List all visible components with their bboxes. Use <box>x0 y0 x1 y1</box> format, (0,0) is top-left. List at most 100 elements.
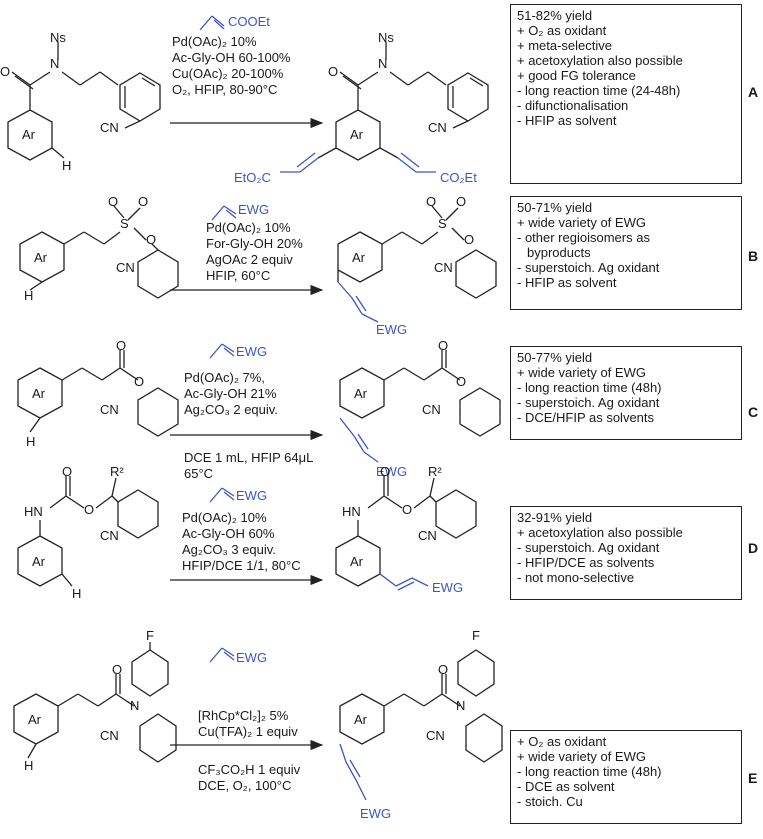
label-B-sm-h: H <box>24 288 33 303</box>
label-A-prod-ester-right: CO₂Et <box>440 170 477 185</box>
sm-D-structure <box>17 476 159 587</box>
label-D-prod-cn: CN <box>418 528 437 543</box>
label-B-sm-o2: O <box>138 194 148 209</box>
scheme-letter-B: B <box>748 248 759 264</box>
label-E-reagent: EWG <box>236 650 267 665</box>
label-A-sm-cn: CN <box>100 120 119 135</box>
condition-line: HFIP/DCE 1/1, 80°C <box>182 558 301 573</box>
label-D-prod-ewg: EWG <box>432 580 463 595</box>
label-D-sm-r2: R² <box>110 464 124 479</box>
notes-box-C: 50-77% yield + wide variety of EWG - lon… <box>510 346 742 440</box>
condition-line: Pd(OAc)₂ 10% <box>182 510 267 525</box>
label-E-prod-cn: CN <box>426 728 445 743</box>
note-line: + O₂ as oxidant <box>517 734 607 749</box>
condition-line: For-Gly-OH 20% <box>206 236 303 251</box>
label-A-prod-n: N <box>378 56 387 71</box>
label-E-prod-ar: Ar <box>354 712 368 727</box>
scheme-letter-E: E <box>748 770 758 786</box>
note-line: - HFIP as solvent <box>517 113 617 128</box>
label-E-sm-ar: Ar <box>28 712 42 727</box>
condition-line: DCE, O₂, 100°C <box>198 778 292 793</box>
condition-line: Pd(OAc)₂ 10% <box>206 220 291 235</box>
label-B-sm-s: S <box>120 216 129 231</box>
note-line: - DCE/HFIP as solvents <box>517 410 655 425</box>
label-D-sm-hn: HN <box>24 504 43 519</box>
note-line: - superstoich. Ag oxidant <box>517 540 660 555</box>
notes-box-A: 51-82% yield + O₂ as oxidant + meta-sele… <box>510 4 742 184</box>
label-E-sm-o: O <box>112 662 122 677</box>
note-line: + wide variety of EWG <box>517 749 646 764</box>
condition-line: Ac-Gly-OH 21% <box>184 386 277 401</box>
label-B-prod-o1: O <box>426 194 436 209</box>
condition-line: Cu(OAc)₂ 20-100% <box>172 66 284 81</box>
label-E-sm-cn: CN <box>100 728 119 743</box>
prod-E-alkene <box>209 647 367 801</box>
label-B-sm-cn: CN <box>116 260 135 275</box>
conditions-A: Pd(OAc)₂ 10% Ac-Gly-OH 60-100% Cu(OAc)₂ … <box>172 34 290 98</box>
note-line: + meta-selective <box>517 38 613 53</box>
label-D-prod-ar: Ar <box>350 554 364 569</box>
label-E-sm-f: F <box>146 628 154 643</box>
note-line: - HFIP/DCE as solvents <box>517 555 655 570</box>
note-line: + O₂ as oxidant <box>517 23 607 38</box>
prod-D-structure <box>335 476 477 587</box>
label-C-sm-h: H <box>26 434 35 449</box>
conditions-E: [RhCp*Cl₂]₂ 5% Cu(TFA)₂ 1 equiv <box>198 708 298 740</box>
label-C-sm-cn: CN <box>100 402 119 417</box>
sm-A-structure <box>7 42 161 161</box>
condition-line: DCE 1 mL, HFIP 64μL <box>184 450 314 465</box>
note-line: - long reaction time (24-48h) <box>517 83 681 98</box>
label-C-sm-ar: Ar <box>32 386 46 401</box>
condition-line: Pd(OAc)₂ 7%, <box>184 370 265 385</box>
label-B-prod-o3: O <box>464 232 474 247</box>
label-C-reagent: EWG <box>236 344 267 359</box>
condition-line: 65°C <box>184 466 214 481</box>
prod-B-alkene <box>211 205 379 323</box>
prod-A-structure <box>317 42 489 161</box>
sm-B-structure <box>19 205 179 299</box>
note-line: - other regioisomers as <box>517 230 650 245</box>
note-line: - HFIP as solvent <box>517 275 617 290</box>
note-line: byproducts <box>527 245 591 260</box>
condition-line: Ag₂CO₃ 3 equiv. <box>182 542 276 557</box>
note-line: + wide variety of EWG <box>517 215 646 230</box>
note-line: + good FG tolerance <box>517 68 636 83</box>
label-A-reagent: COOEt <box>228 14 270 29</box>
label-C-prod-cn: CN <box>422 402 441 417</box>
condition-line: O₂, HFIP, 80-90°C <box>172 82 278 97</box>
prod-A-alkenes <box>199 15 436 173</box>
note-line: - DCE as solvent <box>517 779 615 794</box>
label-A-prod-ar: Ar <box>350 127 364 142</box>
label-D-sm-cn: CN <box>100 528 119 543</box>
label-D-sm-h: H <box>72 586 81 601</box>
note-line: 32-91% yield <box>517 510 593 525</box>
notes-box-D: 32-91% yield + acetoxylation also possib… <box>510 506 742 600</box>
label-B-sm-ar: Ar <box>34 250 48 265</box>
label-A-prod-ester-left: EtO₂C <box>234 170 271 185</box>
scheme-letter-C: C <box>748 404 759 420</box>
label-B-sm-o3: O <box>146 232 156 247</box>
label-E-prod-ewg: EWG <box>360 806 391 821</box>
condition-line: AgOAc 2 equiv <box>206 252 293 267</box>
prod-D-alkene <box>209 487 429 591</box>
label-A-prod-ns2: Ns <box>378 30 394 45</box>
label-A-sm-ar: Ar <box>22 127 36 142</box>
label-C-prod-ar: Ar <box>354 386 368 401</box>
label-D-reagent: EWG <box>236 488 267 503</box>
label-B-prod-cn: CN <box>434 260 453 275</box>
label-B-reagent: EWG <box>238 202 269 217</box>
scheme-letter-D: D <box>748 540 759 556</box>
prod-C-structure <box>339 350 501 437</box>
label-B-sm-o1: O <box>108 194 118 209</box>
condition-line: Ac-Gly-OH 60-100% <box>172 50 291 65</box>
condition-line: CF₃CO₂H 1 equiv <box>198 762 301 777</box>
label-D-sm-o2: O <box>84 502 94 517</box>
label-C-prod-o2: O <box>456 374 466 389</box>
condition-line: Pd(OAc)₂ 10% <box>172 34 257 49</box>
conditions-D: Pd(OAc)₂ 10% Ac-Gly-OH 60% Ag₂CO₃ 3 equi… <box>182 510 301 574</box>
condition-line: Cu(TFA)₂ 1 equiv <box>198 724 298 739</box>
note-line: 50-71% yield <box>517 200 593 215</box>
note-line: - stoich. Cu <box>517 794 583 809</box>
